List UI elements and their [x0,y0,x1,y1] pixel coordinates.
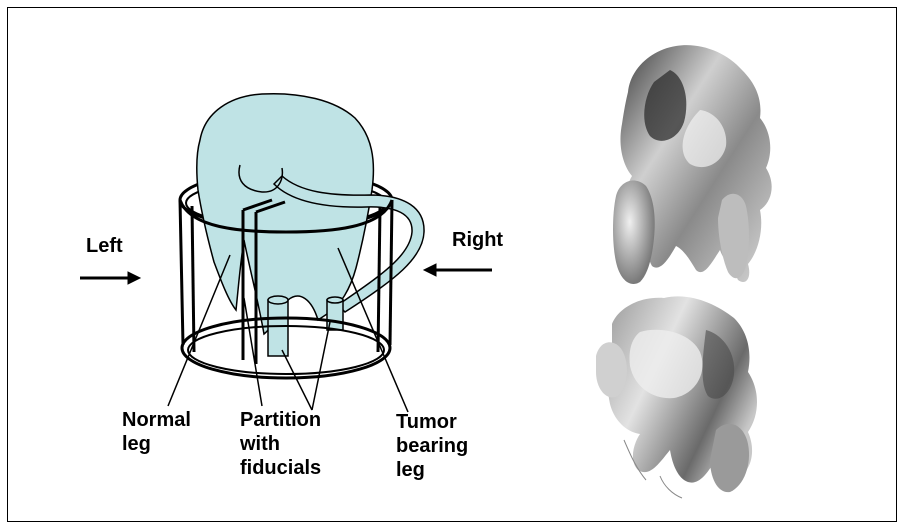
right-arrow [424,264,492,276]
left-arrow [80,272,140,284]
partition-label: Partition with fiducials [240,408,321,480]
normal-leg-label: Normal leg [122,408,191,456]
left-label: Left [86,234,123,258]
surface-render-bottom [596,296,757,498]
surface-render-top [613,45,772,284]
right-label: Right [452,228,503,252]
tumor-leg-label: Tumor bearing leg [396,410,468,482]
